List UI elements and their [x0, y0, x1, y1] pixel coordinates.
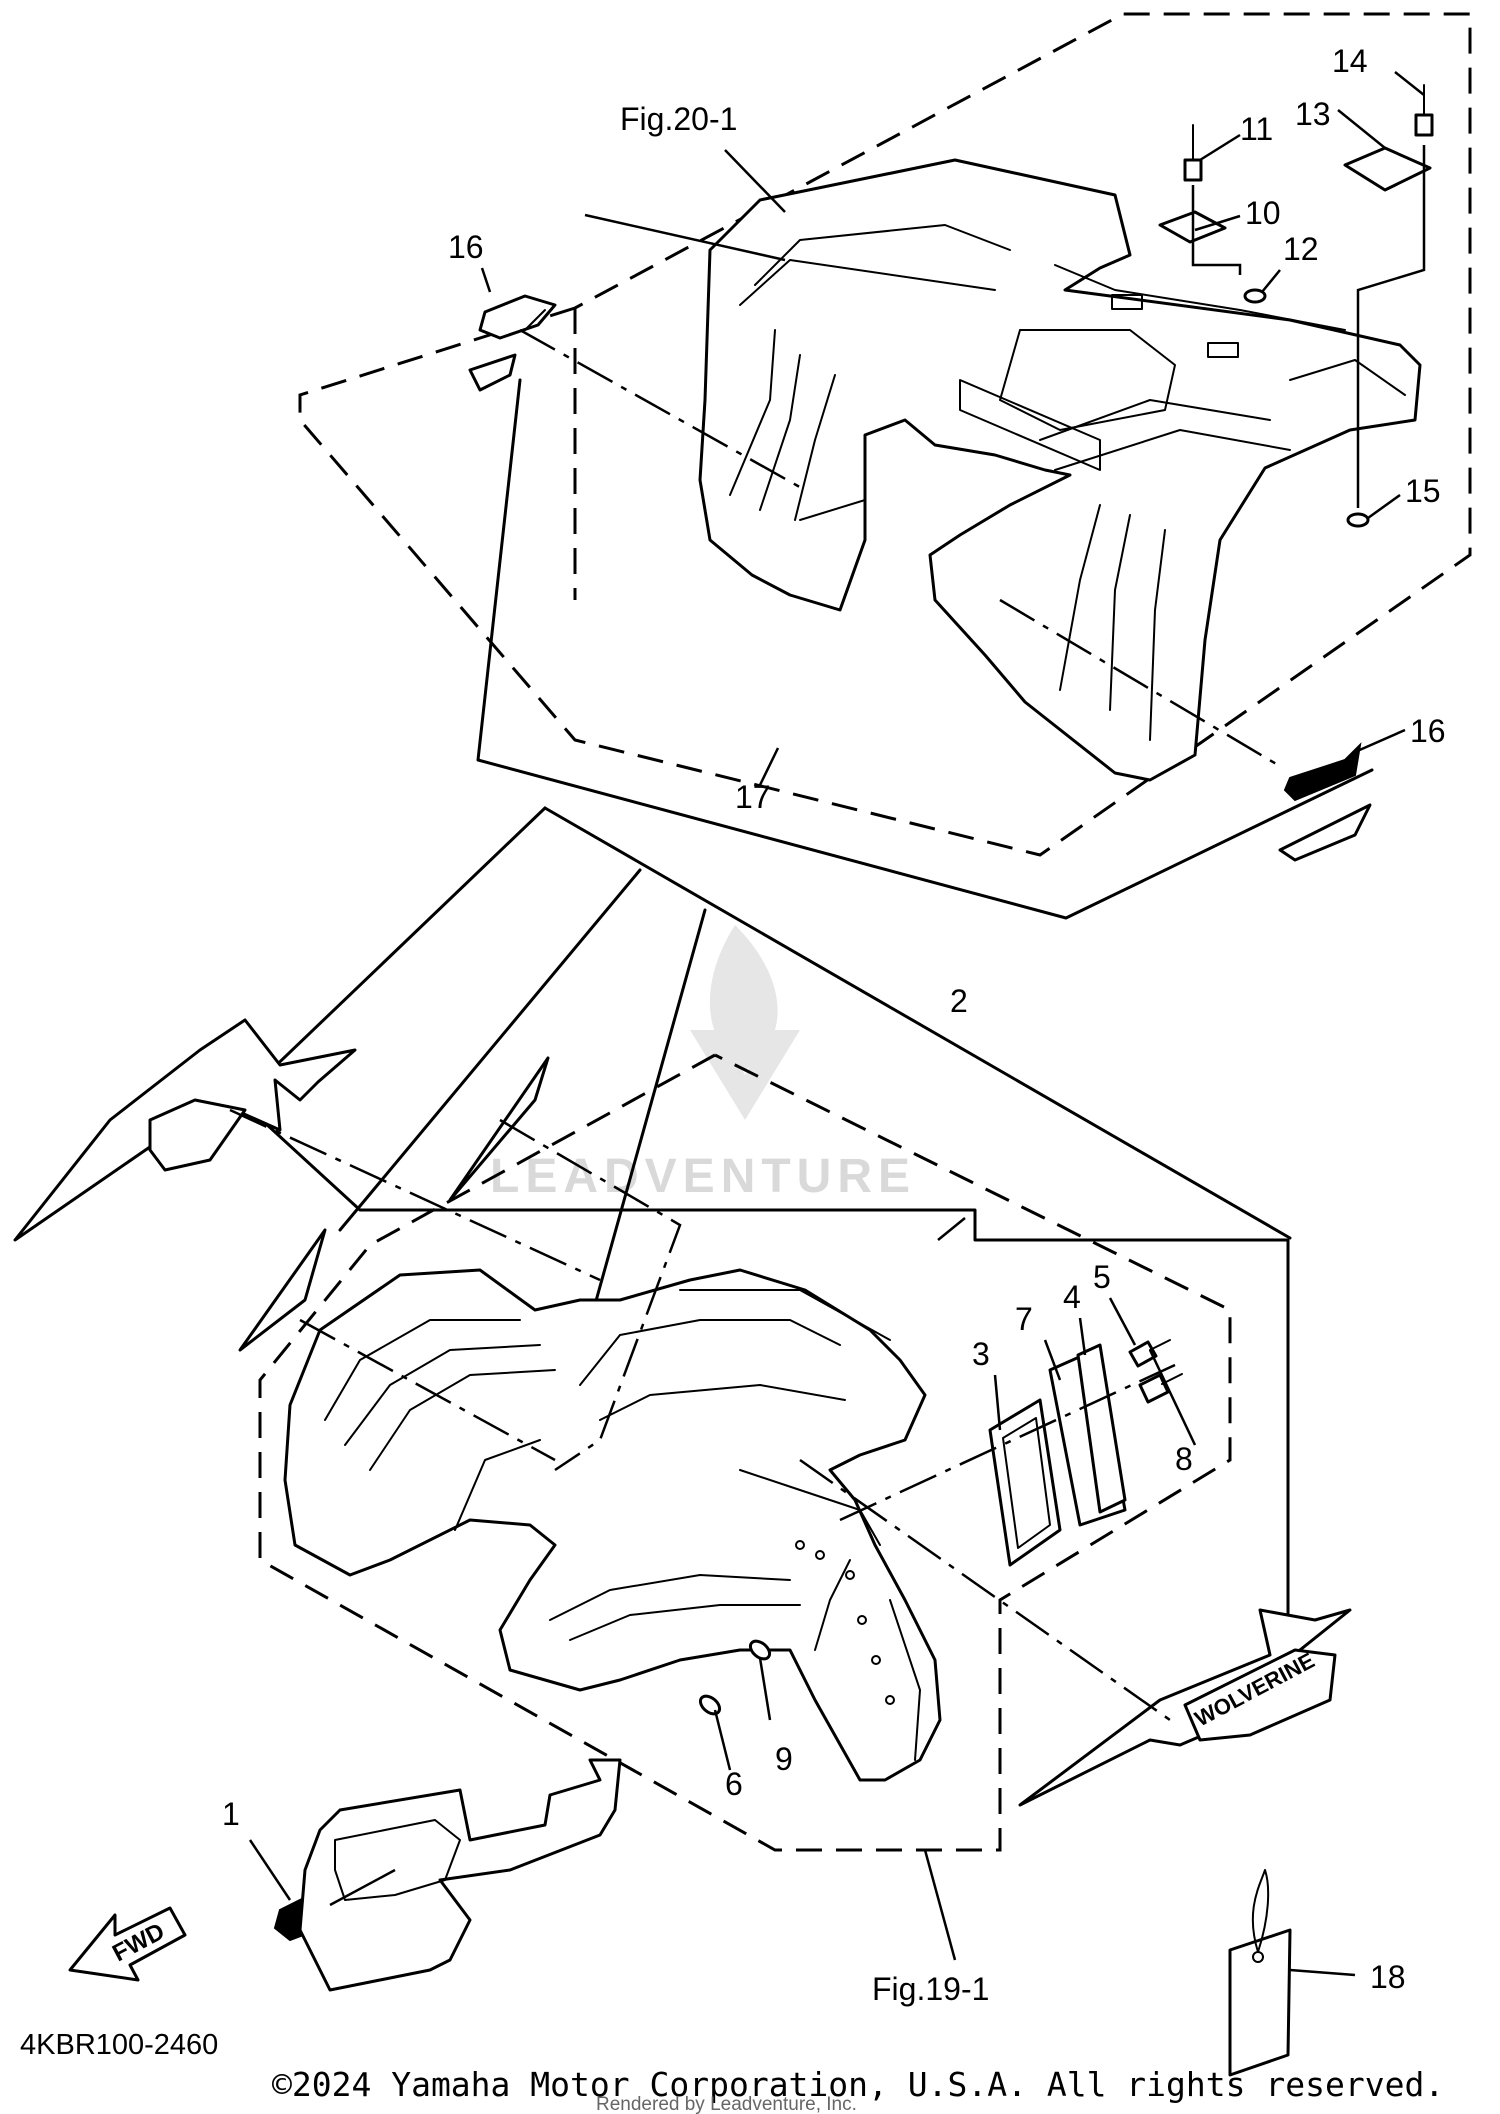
- rear-hardware: [1158, 84, 1434, 528]
- callout-2: 2: [950, 983, 968, 1019]
- callout-5: 5: [1093, 1259, 1111, 1295]
- tag-18: [1228, 1869, 1356, 2077]
- watermark-text: LEADVENTURE: [490, 1150, 916, 1203]
- front-fender-group: WOLVERINE: [13, 806, 1352, 1852]
- front-stripe-decal-right: WOLVERINE: [1018, 1608, 1352, 1807]
- front-assembly-outline: [258, 1053, 1232, 1852]
- callout-15: 15: [1405, 473, 1441, 509]
- rear-decal-16-left: [468, 294, 557, 392]
- washer-9: [748, 1639, 772, 1661]
- callout-9: 9: [775, 1741, 793, 1777]
- rear-assembly-outline: [298, 12, 1472, 857]
- fig-ref-top: Fig.20-1: [620, 101, 737, 137]
- callout-13: 13: [1295, 96, 1331, 132]
- callout-11: 11: [1240, 111, 1273, 147]
- front-stripe-decal-left: [13, 1018, 550, 1352]
- plate-4: [1076, 1343, 1127, 1514]
- callout-18: 18: [1370, 1959, 1406, 1995]
- rear-decal-16-right: [1278, 742, 1372, 862]
- callout-leaders: [480, 71, 1425, 1771]
- fwd-arrow-decal: FWD: [68, 1906, 187, 1982]
- callout-8: 8: [1175, 1441, 1193, 1477]
- fig-ref-bottom: Fig.19-1: [872, 1971, 989, 2007]
- copyright-notice: ©2024 Yamaha Motor Corporation, U.S.A. A…: [272, 2065, 1444, 2104]
- callout-1: 1: [222, 1796, 240, 1832]
- rear-fender-bracket: [476, 378, 1374, 920]
- front-panel-part: [298, 1758, 622, 1992]
- callout-3: 3: [972, 1336, 990, 1372]
- callout-16-right: 16: [1410, 713, 1446, 749]
- watermark: LEADVENTURE: [490, 925, 916, 1203]
- callout-16-left: 16: [448, 229, 484, 265]
- callout-12: 12: [1283, 231, 1319, 267]
- rear-fender-body: [698, 158, 1422, 782]
- rendered-by: Rendered by Leadventure, Inc.: [596, 2094, 857, 2114]
- callout-14: 14: [1332, 43, 1368, 79]
- screws-5-8: [1128, 1339, 1183, 1404]
- washer-6: [698, 1694, 722, 1716]
- callout-4: 4: [1063, 1279, 1081, 1315]
- callout-10: 10: [1245, 195, 1281, 231]
- callout-17: 17: [735, 779, 771, 815]
- callout-6: 6: [725, 1766, 743, 1802]
- rear-fender-group: [298, 12, 1472, 920]
- callout-labels: 1 2 3 4 5 6 7 8 9 10 11 12 13 14 15 16 1…: [222, 43, 1446, 1995]
- diagram-code: 4KBR100-2460: [20, 2029, 218, 2061]
- callout-7: 7: [1015, 1301, 1033, 1337]
- front-fender-body: [283, 1268, 942, 1782]
